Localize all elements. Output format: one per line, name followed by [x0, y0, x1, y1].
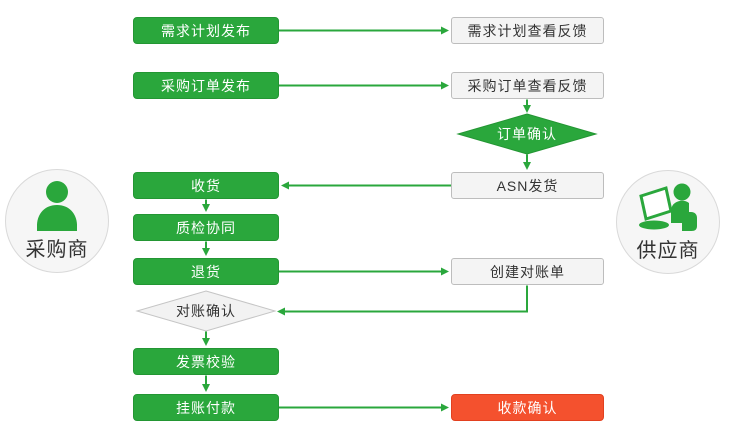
supplier-actor: 供应商 [616, 170, 720, 274]
order-confirm-label: 订单确认 [497, 126, 557, 142]
node-invoice-verify: 发票校验 [133, 348, 279, 375]
buyer-actor: 采购商 [5, 169, 109, 273]
node-demand-plan-publish: 需求计划发布 [133, 17, 279, 44]
order-confirm-diamond [456, 113, 598, 155]
edge-create-statement-to-statement-confirm [277, 285, 528, 316]
buyer-person-icon [34, 181, 80, 231]
node-receipt-confirm: 收款确认 [451, 394, 604, 421]
node-quality-check: 质检协同 [133, 214, 279, 241]
node-demand-plan-feedback: 需求计划查看反馈 [451, 17, 604, 44]
node-receive-goods: 收货 [133, 172, 279, 199]
supplier-person-laptop-icon [638, 182, 698, 232]
node-po-publish: 采购订单发布 [133, 72, 279, 99]
node-po-feedback: 采购订单查看反馈 [451, 72, 604, 99]
node-asn-ship: ASN发货 [451, 172, 604, 199]
node-payment: 挂账付款 [133, 394, 279, 421]
node-create-statement: 创建对账单 [451, 258, 604, 285]
supplier-label: 供应商 [636, 240, 700, 262]
node-return-goods: 退货 [133, 258, 279, 285]
statement-confirm-label: 对账确认 [176, 303, 236, 319]
buyer-label: 采购商 [25, 239, 89, 261]
statement-confirm-diamond [135, 290, 277, 332]
